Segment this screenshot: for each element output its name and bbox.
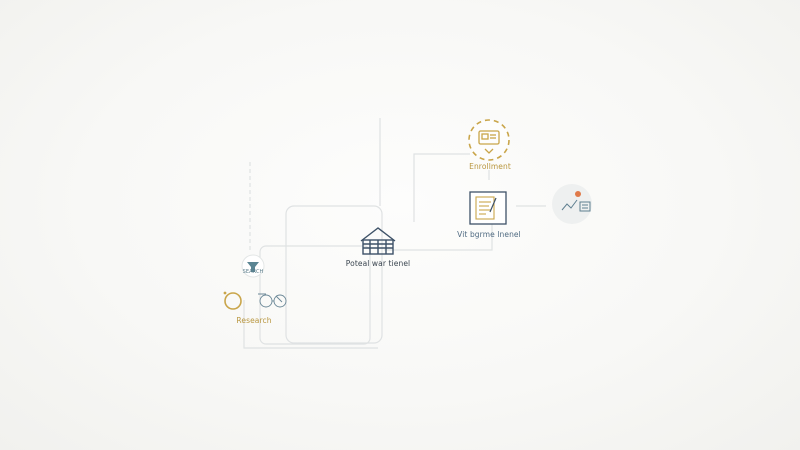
enrollment-label: Enrollment xyxy=(469,162,511,171)
enrollment-node[interactable] xyxy=(468,119,510,161)
card-center xyxy=(285,205,383,344)
connector-to-document xyxy=(384,214,493,251)
portal-label: Poteal war tienel xyxy=(345,259,411,268)
document-icon xyxy=(475,196,495,220)
research-node[interactable] xyxy=(223,254,287,310)
research-label: Research xyxy=(236,316,272,325)
connector-left-bottom xyxy=(243,300,378,349)
pen-icon xyxy=(489,197,497,213)
card-inner xyxy=(259,245,371,345)
notification-dot xyxy=(575,191,581,197)
enrollment-dashed-ring xyxy=(468,119,510,161)
search-badge-text: SEARCH xyxy=(242,269,264,275)
dot-icon xyxy=(223,291,227,295)
connector-lines xyxy=(243,118,546,349)
filter-icon xyxy=(247,262,259,272)
review-icon xyxy=(561,199,591,212)
target-icon xyxy=(224,292,242,310)
glasses-icon xyxy=(258,293,287,308)
vit-label: Vit bgrme lnenel xyxy=(457,230,521,239)
connector-to-enrollment xyxy=(413,153,470,222)
document-node[interactable] xyxy=(469,191,507,225)
portal-node[interactable] xyxy=(360,227,396,255)
review-circle xyxy=(552,184,592,224)
review-node[interactable] xyxy=(552,184,592,224)
warehouse-icon xyxy=(360,227,396,255)
id-card-icon xyxy=(478,130,500,154)
